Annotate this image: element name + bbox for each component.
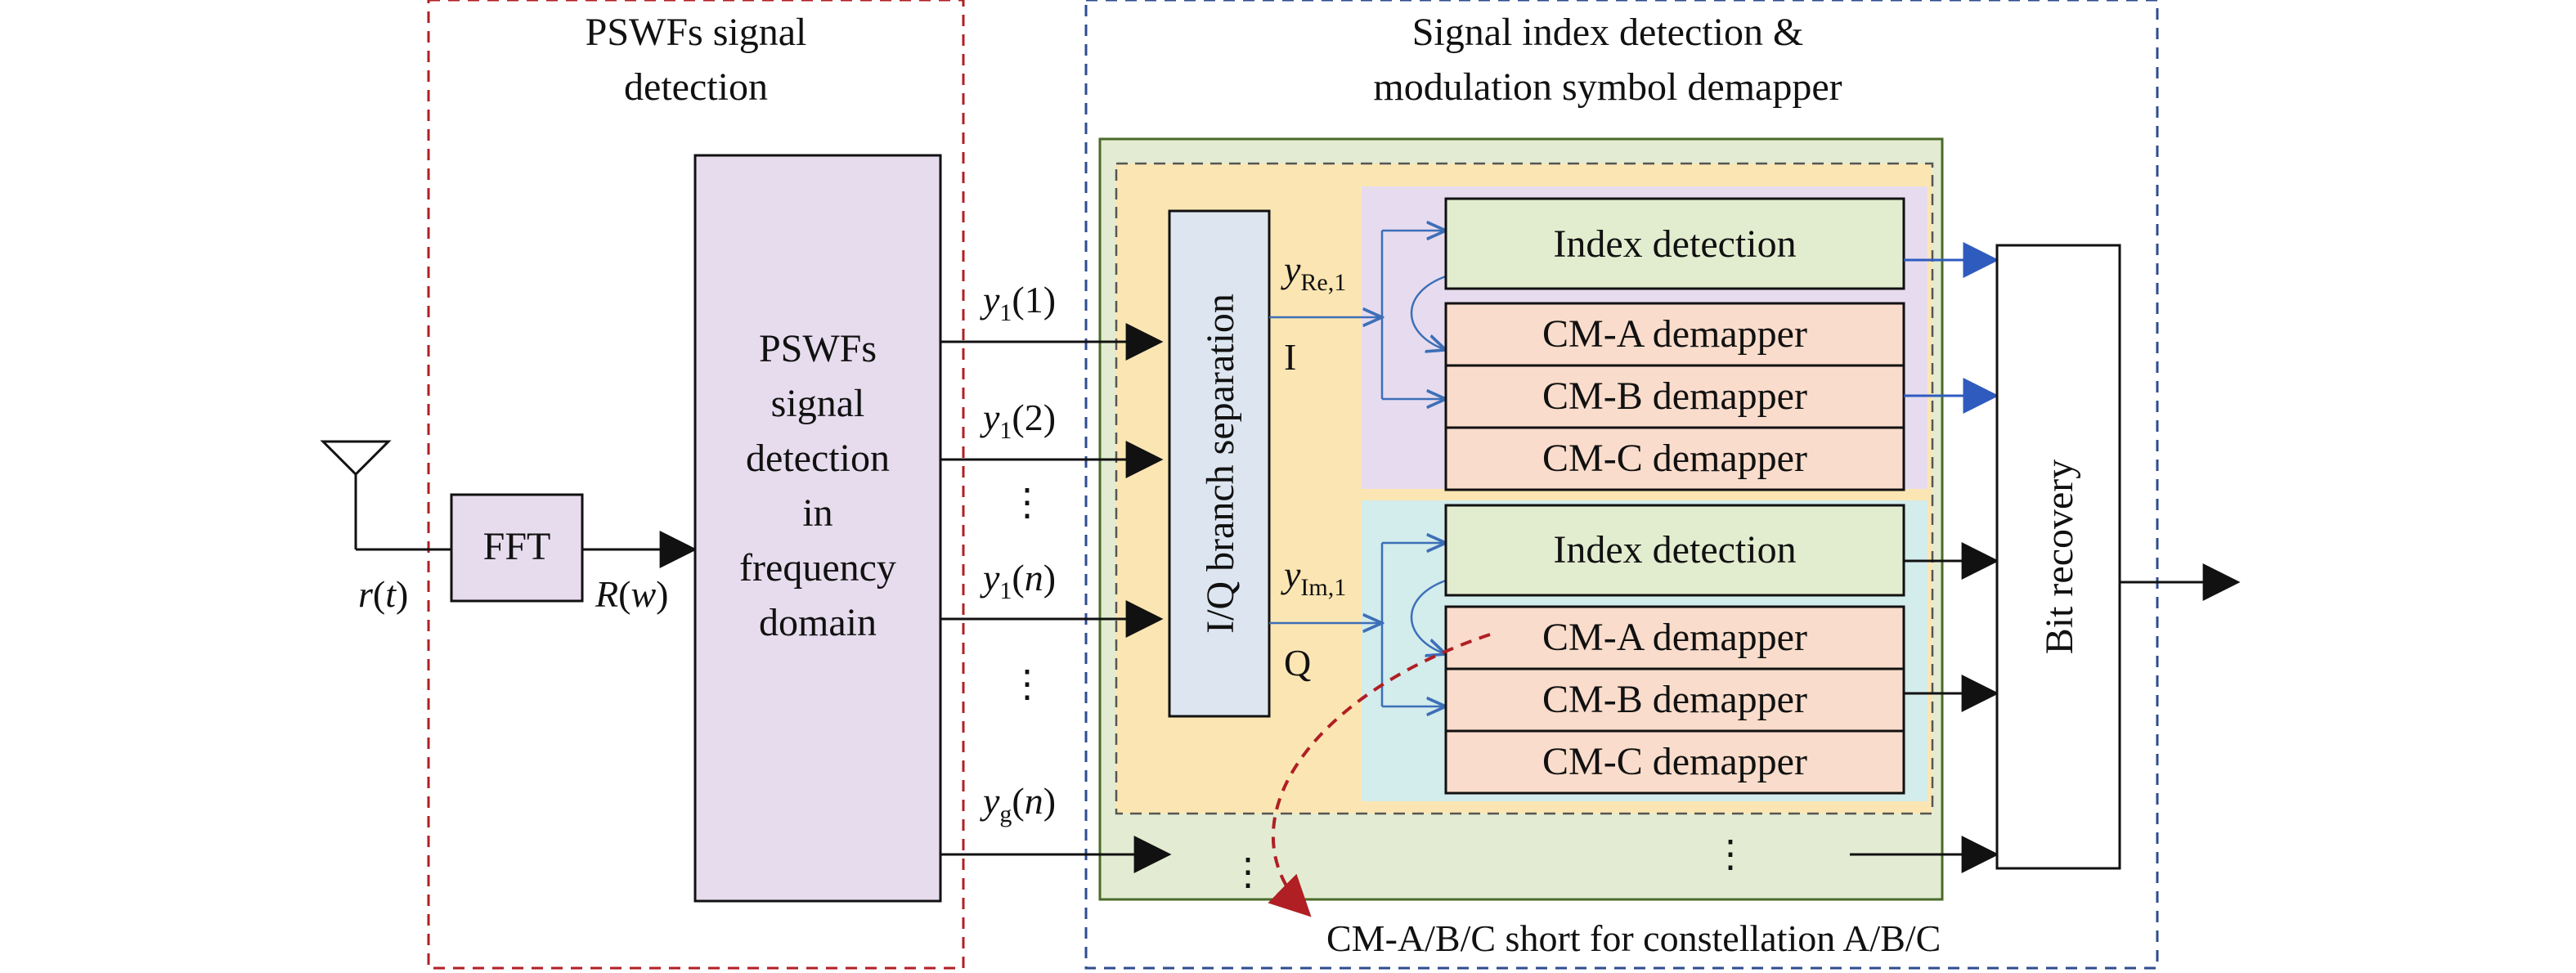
note-pointer-arrow	[1268, 633, 1491, 917]
constellation-note: CM-A/B/C short for constellation A/B/C	[1326, 917, 1941, 959]
q-to-bit-recovery-arrows	[1904, 542, 1999, 712]
i-cm-c-demapper	[1444, 426, 1905, 491]
detection-line-2: signal	[771, 382, 865, 425]
output-ellipsis-2: ⋮	[1008, 663, 1046, 705]
i-cm-b-demapper	[1444, 364, 1905, 429]
svg-text:y1(n): y1(n)	[980, 557, 1056, 604]
branch-i-tag: I	[1284, 336, 1296, 378]
q-branch-fanout	[1269, 543, 1446, 706]
iq-separation-block	[1168, 209, 1271, 718]
q-cm-b-label: CM-B demapper	[1542, 678, 1807, 721]
q-cm-c-label: CM-C demapper	[1542, 740, 1807, 783]
fft-block	[450, 493, 584, 603]
input-signal-label: r(t)	[358, 573, 408, 615]
left-panel-frame	[427, 0, 965, 970]
i-to-bit-recovery-arrows	[1904, 242, 1999, 414]
right-panel-title-line2: modulation symbol demapper	[1373, 65, 1842, 109]
branch-q-tag: Q	[1284, 642, 1311, 684]
branch-i-signal: yRe,1	[1281, 249, 1346, 296]
fft-label: FFT	[483, 525, 551, 568]
pswfs-detection-block	[693, 154, 942, 903]
svg-text:y1(2): y1(2)	[980, 397, 1056, 444]
output-y1-1: y1(1)	[940, 279, 1164, 361]
detection-line-4: in	[802, 491, 832, 535]
q-cm-b-demapper	[1444, 667, 1905, 733]
detection-line-5: frequency	[739, 546, 896, 590]
i-cm-b-label: CM-B demapper	[1542, 374, 1807, 418]
antenna-icon	[320, 440, 451, 551]
svg-text:yg(n): yg(n)	[980, 780, 1056, 827]
branch-q-signal: yIm,1	[1281, 554, 1346, 601]
q-cm-a-label: CM-A demapper	[1542, 616, 1807, 659]
i-index-detection-block	[1444, 197, 1905, 290]
output-y1-n: y1(n)	[940, 557, 1164, 638]
left-panel-title-line1: PSWFs signal	[586, 11, 807, 54]
bit-recovery-block	[1995, 244, 2121, 870]
container-ellipsis-right: ⋮	[1712, 833, 1749, 875]
q-index-detection-block	[1444, 504, 1905, 597]
i-cm-a-demapper	[1444, 302, 1905, 367]
detection-line-1: PSWFs	[759, 327, 877, 370]
i-cm-c-label: CM-C demapper	[1542, 437, 1807, 480]
i-branch-fanout	[1269, 231, 1446, 399]
bit-recovery-label: Bit recovery	[2038, 460, 2081, 655]
output-ellipsis-1: ⋮	[1008, 482, 1046, 523]
left-panel-title-line2: detection	[624, 65, 768, 109]
output-yg-n: yg(n)	[940, 780, 1172, 873]
i-index-detection-label: Index detection	[1553, 222, 1796, 266]
output-y1-2: y1(2)	[940, 397, 1164, 478]
detection-line-6: domain	[759, 601, 877, 644]
container-ellipsis-left: ⋮	[1229, 851, 1267, 893]
detection-line-3: detection	[746, 437, 890, 480]
right-panel-title-line1: Signal index detection &	[1412, 11, 1804, 54]
svg-text:y1(1): y1(1)	[980, 279, 1056, 326]
q-index-detection-label: Index detection	[1553, 528, 1796, 572]
fft-output-label: R(w)	[595, 573, 668, 615]
right-panel-frame	[1084, 0, 2159, 970]
q-cm-c-demapper	[1444, 729, 1905, 795]
iq-separation-label: I/Q branch separation	[1199, 294, 1242, 634]
i-cm-a-label: CM-A demapper	[1542, 312, 1807, 356]
